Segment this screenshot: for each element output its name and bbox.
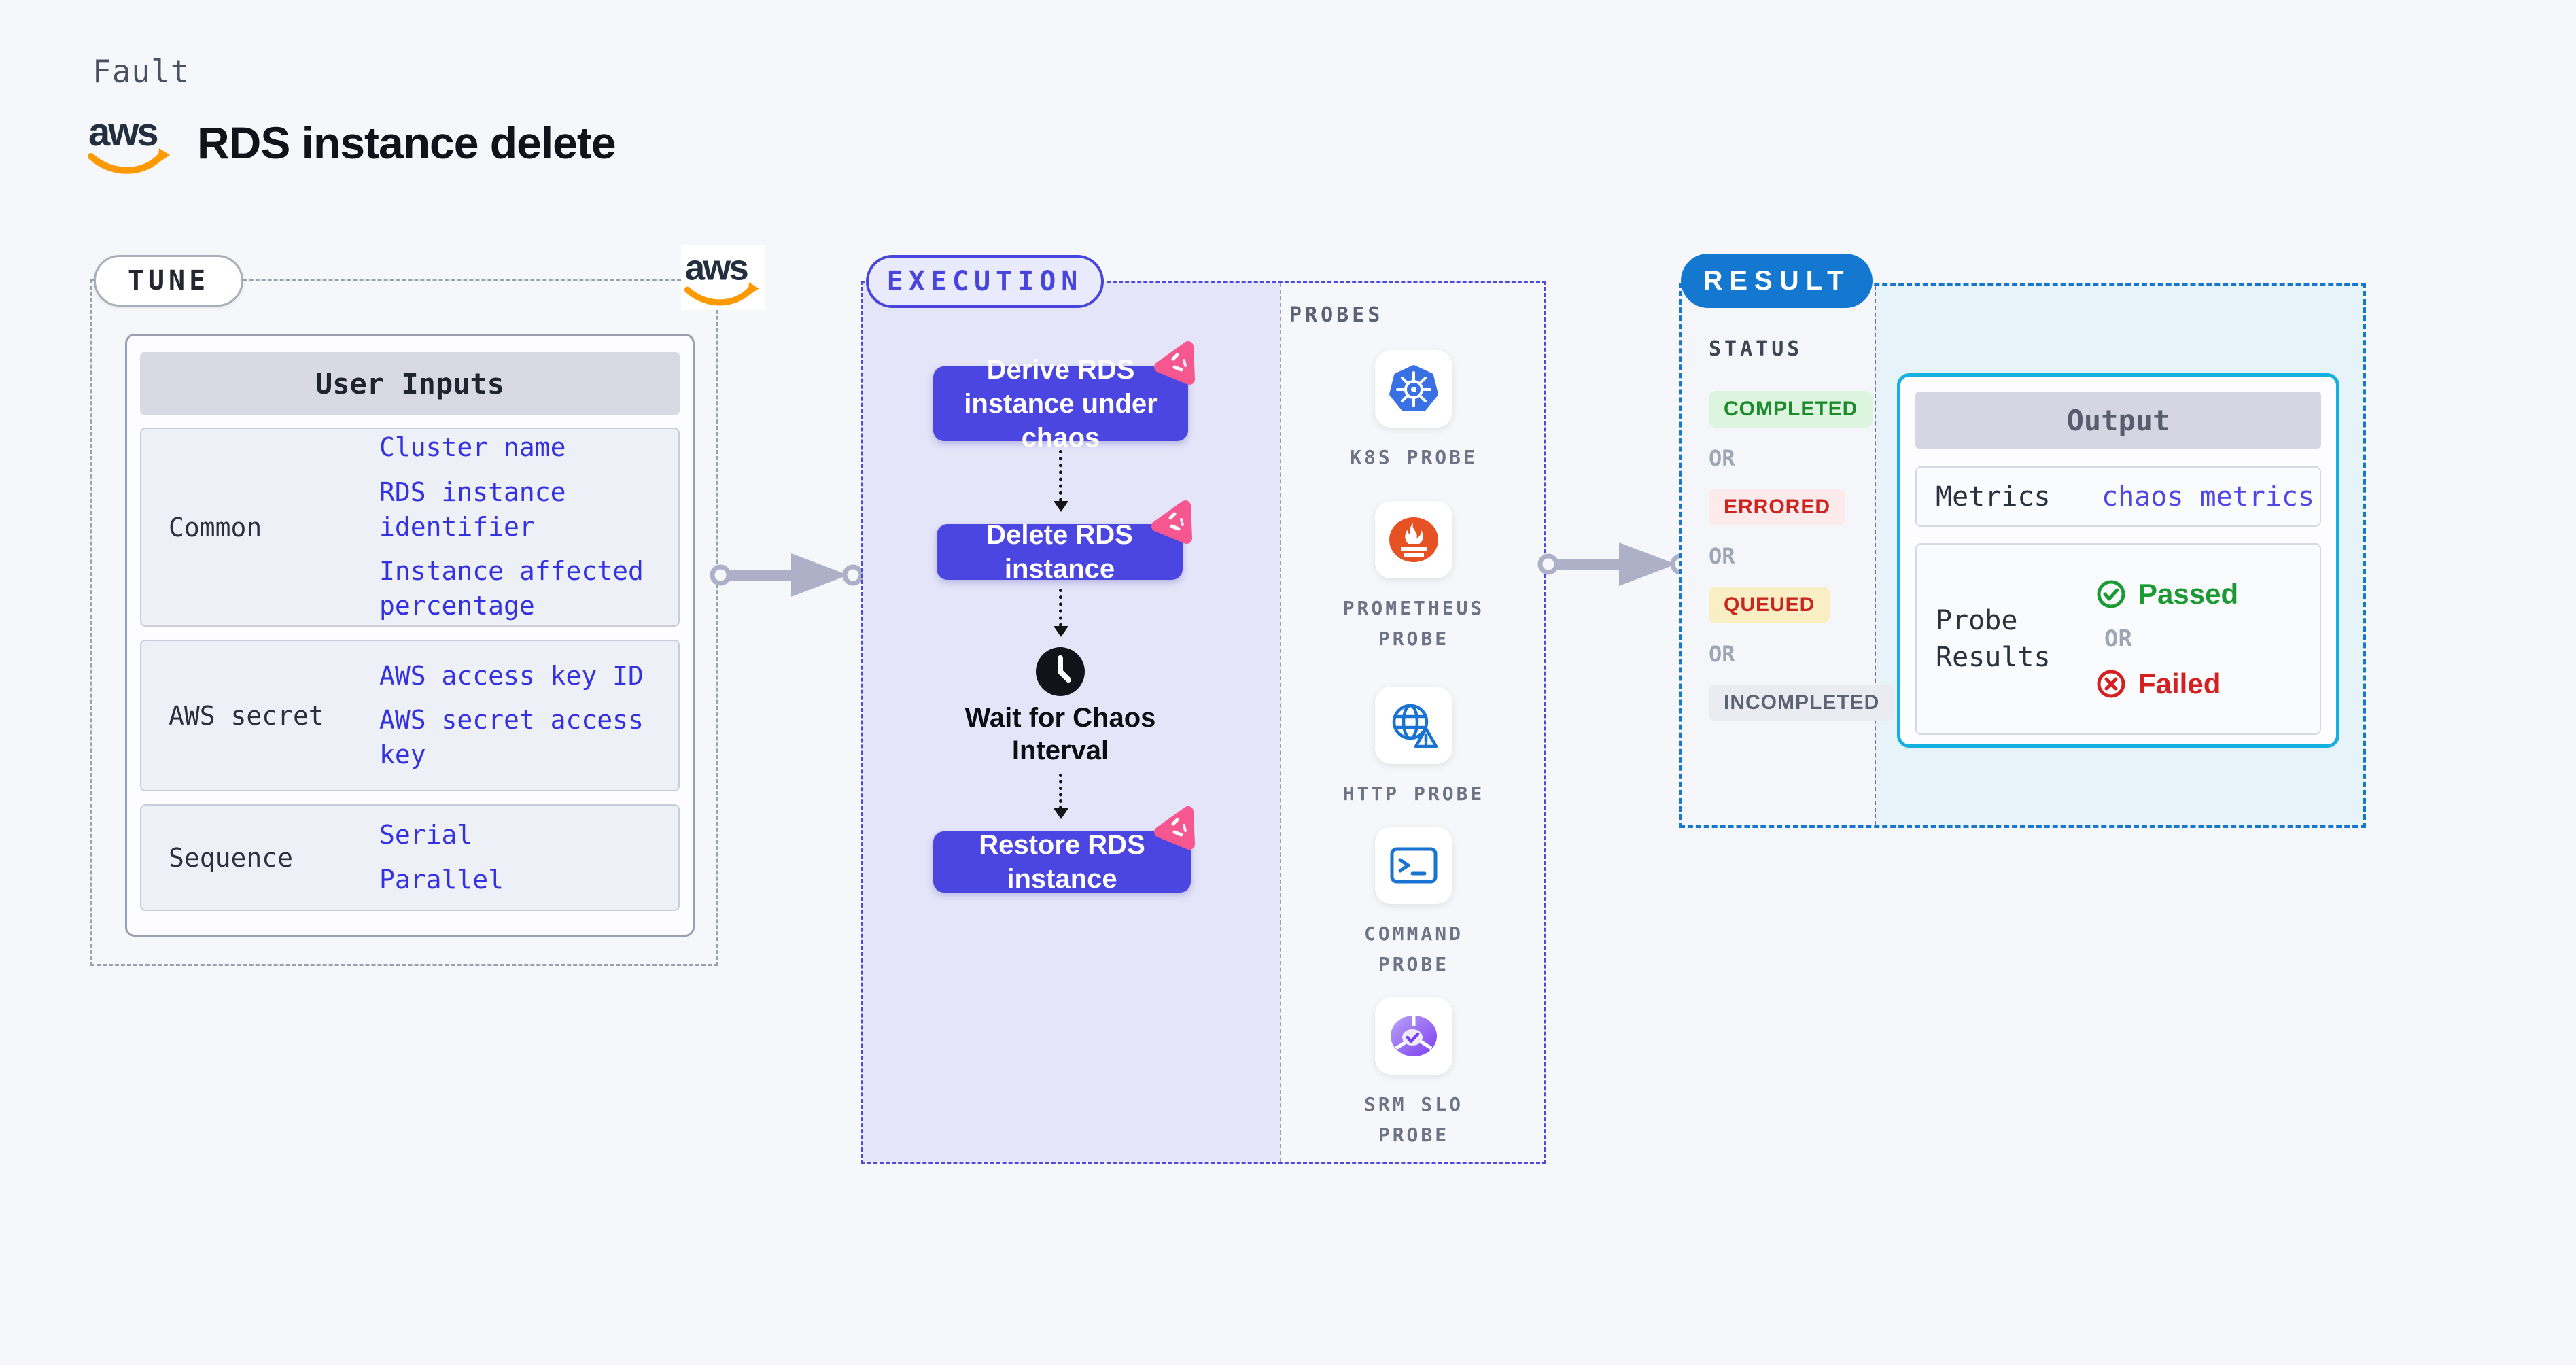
aws-logo — [87, 109, 174, 177]
status-badge-queued: QUEUED — [1709, 587, 1830, 623]
chaos-metrics-link[interactable]: chaos metrics — [2102, 481, 2315, 513]
probe-item-command: COMMAND PROBE — [1325, 827, 1502, 980]
probe-item-http: HTTP PROBE — [1325, 687, 1502, 810]
probe-results-row: Probe Results Passed OR Failed — [1915, 543, 2321, 735]
tune-to-execution-arrow — [710, 545, 866, 605]
status-column: STATUS COMPLETED OR ERRORED OR QUEUED OR… — [1709, 337, 1895, 721]
row-values: AWS access key ID AWS secret access key — [379, 649, 678, 782]
input-value: Serial — [379, 820, 473, 850]
table-row: Common Cluster name RDS instance identif… — [140, 428, 680, 627]
circle-check-icon — [2096, 579, 2126, 609]
probe-icon-card — [1375, 997, 1452, 1075]
input-value: AWS secret access key — [379, 704, 644, 770]
tune-badge: TUNE — [94, 255, 243, 307]
status-badge-errored: ERRORED — [1709, 489, 1846, 525]
row-label: AWS secret — [169, 700, 324, 731]
passed-label: Passed — [2138, 578, 2239, 610]
failed-label: Failed — [2138, 668, 2221, 699]
wait-step-label: Wait for Chaos Interval — [964, 703, 1156, 765]
table-row: AWS secret AWS access key ID AWS secret … — [140, 640, 680, 791]
probe-icon-card — [1375, 350, 1452, 428]
status-header: STATUS — [1709, 337, 1803, 361]
or-separator: OR — [1709, 543, 1735, 569]
probe-results-label: Probe Results — [1936, 605, 2051, 673]
tune-region-frame — [90, 279, 718, 966]
failed-line: Failed — [2096, 668, 2221, 700]
row-values: Cluster name RDS instance identifier Ins… — [379, 421, 678, 633]
result-status-divider — [1875, 286, 1876, 825]
page-title: RDS instance delete — [197, 118, 616, 168]
input-value: Instance affected percentage — [379, 556, 644, 621]
probe-icon-card — [1375, 827, 1452, 904]
probe-label: COMMAND PROBE — [1363, 922, 1463, 975]
step-delete-rds-instance: Delete RDS instance — [937, 520, 1183, 584]
aws-logo — [684, 246, 763, 309]
table-row: Sequence Serial Parallel — [140, 804, 680, 911]
flow-connector-arrow — [1054, 589, 1068, 637]
input-value: RDS instance identifier — [379, 477, 566, 542]
step-restore-rds-instance: Restore RDS instance — [933, 830, 1191, 894]
user-inputs-header: User Inputs — [140, 352, 680, 415]
input-value: AWS access key ID — [379, 660, 644, 691]
status-badge-incompleted: INCOMPLETED — [1709, 685, 1895, 721]
execution-badge: EXECUTION — [866, 255, 1104, 308]
kubernetes-icon — [1387, 364, 1441, 413]
probe-item-srm-slo: SRM SLO PROBE — [1325, 997, 1502, 1151]
metrics-label: Metrics — [1936, 481, 2051, 513]
circle-x-icon — [2096, 669, 2126, 699]
user-inputs-card: User Inputs Common Cluster name RDS inst… — [125, 334, 695, 937]
flow-connector-arrow — [1054, 774, 1068, 819]
probe-label: K8S PROBE — [1350, 446, 1478, 468]
prometheus-icon — [1389, 517, 1438, 562]
status-badge-completed: COMPLETED — [1709, 391, 1873, 428]
probe-label: HTTP PROBE — [1342, 782, 1485, 805]
clock-icon — [1036, 647, 1085, 696]
probe-icon-card — [1375, 687, 1452, 764]
srm-slo-icon — [1389, 1013, 1438, 1059]
result-badge: RESULT — [1681, 254, 1873, 308]
probe-item-prometheus: PROMETHEUS PROBE — [1325, 501, 1502, 655]
probes-header: PROBES — [1289, 303, 1384, 327]
probe-label: SRM SLO PROBE — [1363, 1093, 1463, 1146]
probe-results-values: Passed OR Failed — [2096, 578, 2238, 700]
probe-item-k8s: K8S PROBE — [1325, 350, 1502, 473]
step-derive-rds-instance: Derive RDS instance under chaos — [933, 355, 1188, 453]
input-value: Cluster name — [379, 432, 566, 463]
metrics-row: Metrics chaos metrics — [1915, 466, 2321, 527]
page-header: RDS instance delete — [87, 109, 616, 177]
fault-kicker: Fault — [92, 53, 190, 90]
probe-label: PROMETHEUS PROBE — [1342, 597, 1485, 650]
output-card: Output Metrics chaos metrics Probe Resul… — [1897, 373, 2339, 748]
execution-probes-divider — [1280, 283, 1281, 1162]
passed-line: Passed — [2096, 578, 2238, 610]
tune-aws-logo-patch — [681, 245, 765, 310]
or-separator: OR — [1709, 641, 1735, 667]
output-header: Output — [1915, 392, 2321, 449]
probe-icon-card — [1375, 501, 1452, 578]
execution-to-result-arrow — [1537, 534, 1694, 594]
row-label: Sequence — [169, 842, 294, 873]
or-separator: OR — [1709, 445, 1735, 471]
http-globe-warning-icon — [1389, 702, 1439, 749]
or-separator: OR — [2104, 625, 2132, 653]
row-label: Common — [169, 512, 262, 542]
flow-connector-arrow — [1054, 450, 1068, 512]
row-values: Serial Parallel — [379, 808, 678, 907]
terminal-icon — [1389, 842, 1438, 888]
input-value: Parallel — [379, 864, 504, 895]
